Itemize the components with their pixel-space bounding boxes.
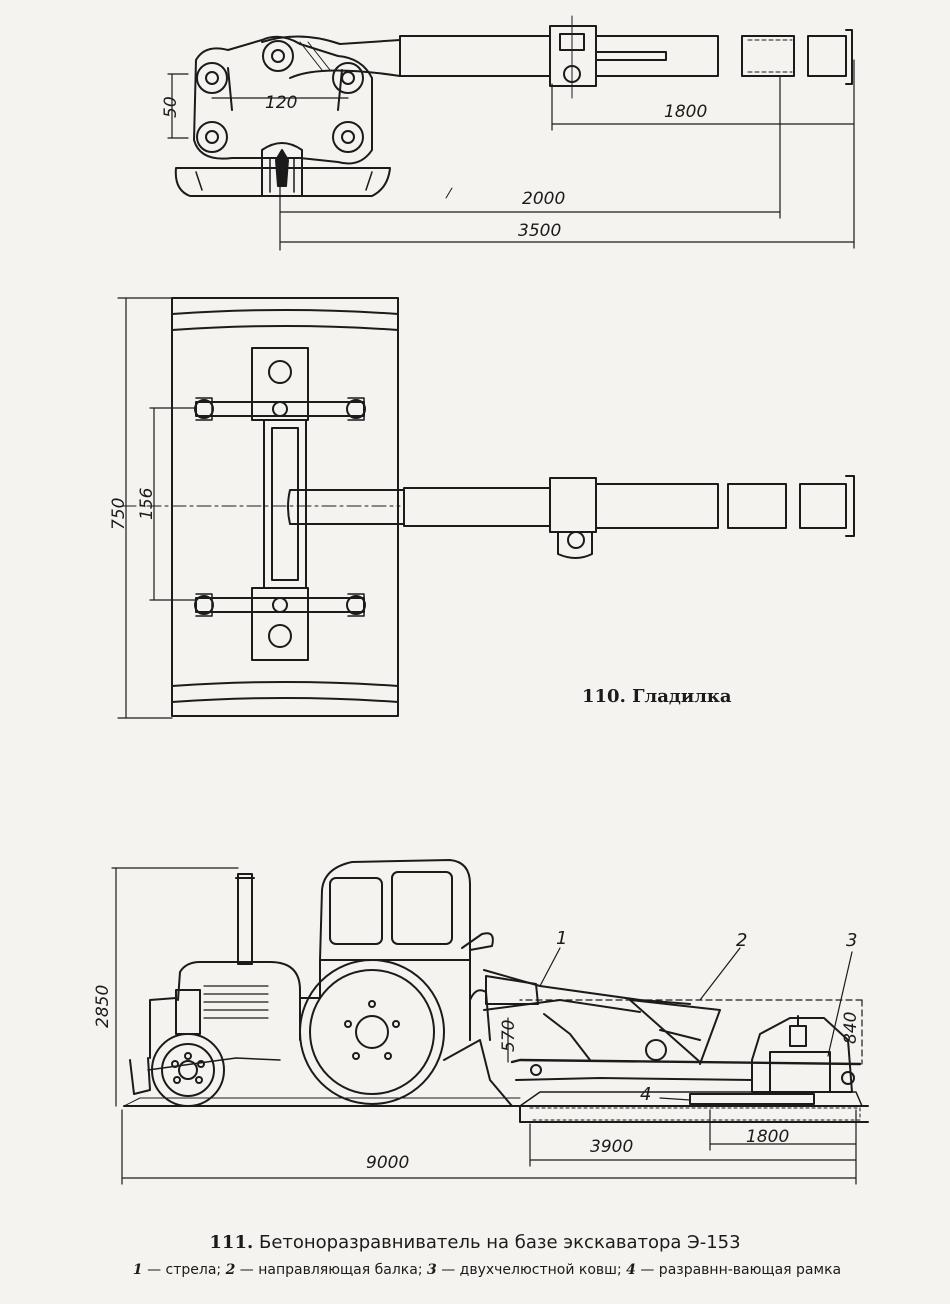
fig111-label-4: 4 (640, 1084, 651, 1105)
fig111-label-1: 1 (556, 928, 567, 949)
fig110-caption: 110. Гладилка (582, 686, 732, 707)
fig111-dim-1800: 1800 (746, 1127, 789, 1147)
fig111-caption-number: 111. (209, 1232, 254, 1253)
fig110-dim-50: 50 (161, 96, 181, 118)
legend-num-2: 2 (225, 1262, 236, 1278)
fig111-dim-3900: 3900 (590, 1137, 633, 1157)
fig110-dim-156: 156 (137, 487, 157, 520)
fig111-dim-2850: 2850 (93, 985, 113, 1028)
fig110-side-view (167, 15, 855, 251)
fig111-caption: 111. Бетоноразравниватель на базе экскав… (0, 1232, 950, 1253)
fig111-label-2: 2 (736, 930, 747, 951)
fig110-plan-view (117, 297, 855, 719)
fig111-dim-840: 840 (841, 1012, 861, 1044)
fig110-dim-1800: 1800 (664, 102, 707, 122)
legend-text-4: — разравнн-вающая рамка (640, 1262, 842, 1278)
fig111-legend: 1 — стрела; 2 — направляющая балка; 3 — … (92, 1262, 882, 1278)
fig110-dim-3500: 3500 (518, 221, 561, 241)
fig111-caption-text: Бетоноразравниватель на базе экскаватора… (258, 1232, 741, 1253)
legend-num-1: 1 (132, 1262, 143, 1278)
legend-text-2: — направляющая балка; (239, 1262, 423, 1278)
fig110-dim-750: 750 (109, 498, 129, 530)
legend-num-3: 3 (427, 1262, 437, 1278)
fig111-dim-9000: 9000 (366, 1153, 409, 1173)
legend-num-4: 4 (626, 1262, 636, 1278)
fig111-dim-570: 570 (499, 1020, 519, 1052)
legend-text-1: — стрела; (147, 1262, 222, 1278)
legend-text-3: — двухчелюстной ковш; (441, 1262, 622, 1278)
fig110-dim-2000: 2000 (522, 189, 565, 209)
fig110-dim-120: 120 (265, 93, 297, 113)
fig111-machine (111, 859, 869, 1185)
fig111-label-3: 3 (846, 930, 857, 951)
